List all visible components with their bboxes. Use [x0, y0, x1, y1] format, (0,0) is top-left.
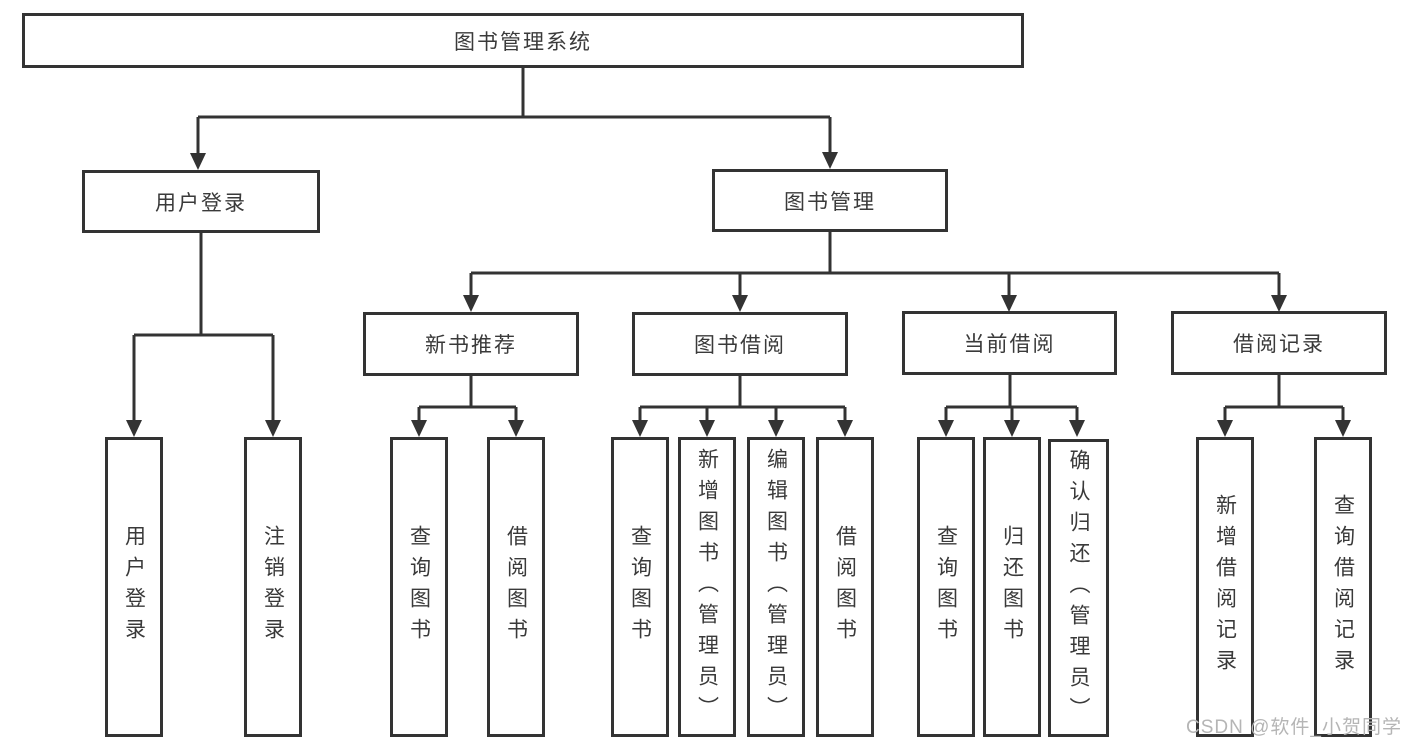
node-root: 图书管理系统	[22, 13, 1024, 68]
node-new-book-recommend: 新书推荐	[363, 312, 579, 376]
leaf-confirm-return-admin-label: 确认归还（管理员）	[1067, 448, 1090, 728]
node-book-borrow: 图书借阅	[632, 312, 848, 376]
leaf-edit-book-admin-label: 编辑图书（管理员）	[764, 447, 788, 727]
leaf-query-books-2-label: 查询图书	[628, 525, 652, 649]
leaf-borrow-books-2: 借阅图书	[816, 437, 874, 737]
leaf-confirm-return-admin: 确认归还（管理员）	[1048, 439, 1109, 737]
node-user-login-label: 用户登录	[155, 191, 247, 215]
node-book-borrow-label: 图书借阅	[694, 334, 786, 357]
leaf-query-borrow-record-label: 查询借阅记录	[1331, 494, 1355, 680]
leaf-query-books-1: 查询图书	[390, 437, 448, 737]
csdn-watermark: CSDN @软件_小贺同学	[1186, 717, 1402, 738]
node-new-book-recommend-label: 新书推荐	[425, 334, 517, 357]
node-user-login: 用户登录	[82, 170, 320, 233]
node-borrow-records-label: 借阅记录	[1233, 333, 1325, 356]
leaf-logout: 注销登录	[244, 437, 302, 737]
leaf-add-book-admin: 新增图书（管理员）	[678, 437, 736, 737]
leaf-logout-label: 注销登录	[261, 525, 285, 649]
leaf-return-book: 归还图书	[983, 437, 1041, 737]
leaf-query-books-2: 查询图书	[611, 437, 669, 737]
leaf-borrow-books-2-label: 借阅图书	[833, 525, 857, 649]
leaf-add-borrow-record-label: 新增借阅记录	[1213, 494, 1237, 680]
leaf-add-borrow-record: 新增借阅记录	[1196, 437, 1254, 737]
node-current-borrow-label: 当前借阅	[963, 333, 1056, 356]
leaf-query-borrow-record: 查询借阅记录	[1314, 437, 1372, 737]
leaf-query-books-3-label: 查询图书	[934, 525, 958, 649]
leaf-add-book-admin-label: 新增图书（管理员）	[695, 447, 719, 727]
node-book-management: 图书管理	[712, 169, 948, 232]
node-borrow-records: 借阅记录	[1171, 311, 1387, 375]
node-root-label: 图书管理系统	[454, 30, 592, 54]
leaf-query-books-3: 查询图书	[917, 437, 975, 737]
leaf-return-book-label: 归还图书	[1000, 525, 1024, 649]
leaf-borrow-books-1-label: 借阅图书	[504, 525, 528, 649]
leaf-edit-book-admin: 编辑图书（管理员）	[747, 437, 805, 737]
leaf-user-login-label: 用户登录	[122, 525, 146, 649]
node-current-borrow: 当前借阅	[902, 311, 1117, 375]
leaf-query-books-1-label: 查询图书	[407, 525, 431, 649]
node-book-management-label: 图书管理	[784, 190, 876, 214]
leaf-borrow-books-1: 借阅图书	[487, 437, 545, 737]
leaf-user-login: 用户登录	[105, 437, 163, 737]
